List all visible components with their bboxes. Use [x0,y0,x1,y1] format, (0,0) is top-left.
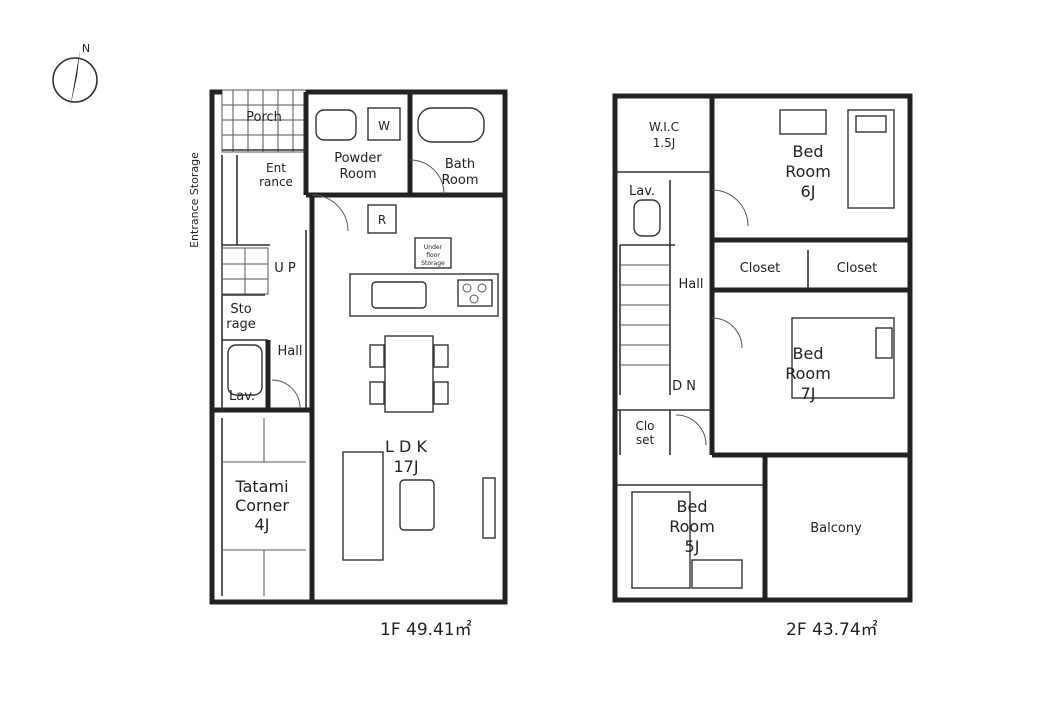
floor2-lav-label: Lav. [629,184,655,199]
bed-6j-label-line1: Bed [793,142,824,161]
floor2-plan [612,93,913,603]
porch-label: Porch [246,110,282,125]
floor1-hall-label: Hall [278,344,303,359]
bed-7j-label-line2: Room [785,364,831,383]
tatami-label-line1: Tatami [234,477,288,496]
ldk-label-line2: 17J [393,457,418,476]
washer-icon [367,107,401,141]
ldk-door-swing [311,194,349,232]
stairs-down-label: D N [672,379,696,394]
stairs-up-label: U P [274,261,296,276]
bed-7j-label-line1: Bed [793,344,824,363]
washer-label: W [378,119,390,133]
powder-room-label-line1: Powder [334,151,382,166]
tv-stand [482,477,496,539]
closet-b-label: Closet [837,261,878,276]
tatami-mats [221,418,306,596]
wic-label-line1: W.I.C [649,120,679,134]
floor1-lav-label: Lav. [229,389,255,404]
floor1-plan [209,89,508,605]
powder-room-label-line2: Room [339,167,376,182]
small-closet-label-line2: set [636,433,655,447]
desk-6j [779,109,827,135]
entrance-label-line2: rance [259,175,293,189]
entrance-storage-label: Entrance Storage [188,152,201,248]
tatami-label-line3: 4J [255,515,270,534]
floor1-stairs [221,247,269,295]
balcony-label: Balcony [810,521,862,536]
stove-icon [457,279,493,307]
bed-7j-label-line3: 7J [801,384,816,403]
sofa [342,451,384,561]
bath-room-label-line1: Bath [445,157,475,172]
desk-5j [691,559,743,589]
porch-tile-grid [221,89,307,153]
floor1-area-label: 1F 49.41㎡ [380,620,472,640]
entrance-label-line1: Ent [266,161,286,175]
floor2-outer-wall [612,93,913,603]
floor2-stairs [620,264,670,366]
small-closet-label-line1: Clo [635,419,654,433]
bed-5j-label-line2: Room [669,517,715,536]
underfloor-label-line2: floor [426,252,440,259]
closet-a-label: Closet [740,261,781,276]
dining-table [384,335,434,413]
underfloor-label-line1: Under [424,244,443,251]
floor2-toilet-icon [633,199,661,237]
bed-6j-label-line2: Room [785,162,831,181]
bed-5j-label-line1: Bed [677,497,708,516]
tatami-label-line2: Corner [235,496,289,515]
north-label: N [82,42,90,55]
bed-5j-label-line3: 5J [685,537,700,556]
underfloor-storage-hatch [414,237,452,269]
floor2-area-label: 2F 43.74㎡ [786,620,878,640]
fridge-icon [367,204,397,234]
bed-5j [631,491,691,589]
storage-label-line1: Sto [230,302,251,317]
powder-sink-icon [315,109,357,141]
floor1-outer-wall [209,89,508,605]
bath-room-label-line2: Room [441,173,478,188]
fridge-label: R [378,213,386,227]
lavatory-toilet-icon [227,344,263,396]
kitchen-sink-icon [371,281,427,309]
floor2-hall-label: Hall [679,277,704,292]
bed-6j-label-line3: 6J [801,182,816,201]
north-arrow-icon: N [52,42,98,108]
wic-label-line2: 1.5J [653,136,676,150]
coffee-table [399,479,435,531]
ldk-label-line1: L D K [385,437,427,456]
underfloor-label-line3: Storage [421,260,445,267]
bathtub-icon [417,107,485,143]
storage-label-line2: rage [226,317,256,332]
